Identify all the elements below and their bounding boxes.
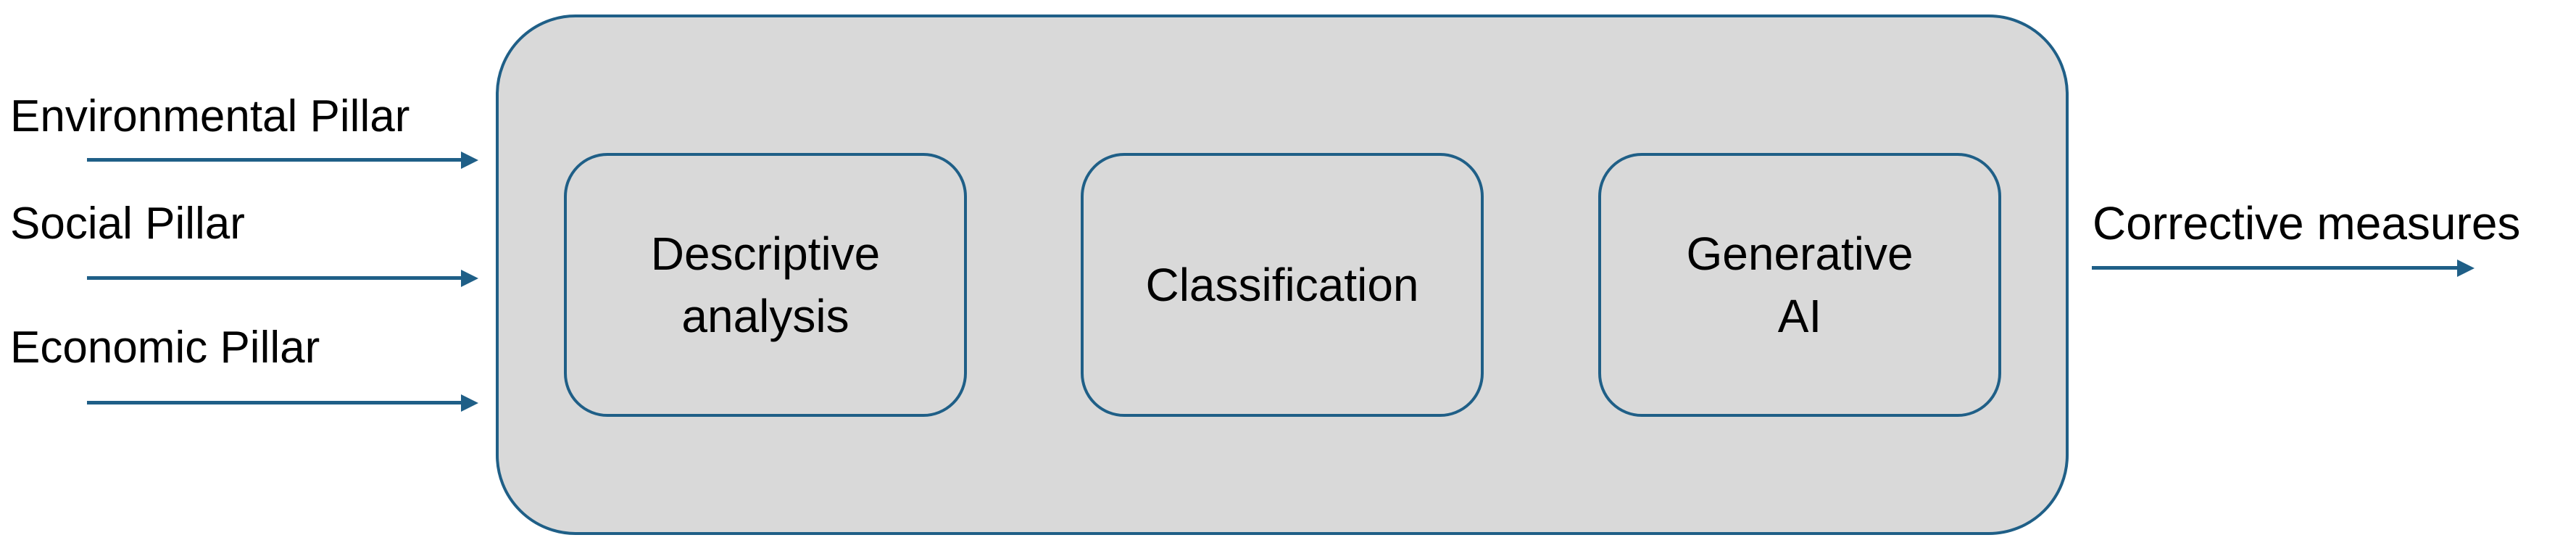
stage-descriptive-analysis: Descriptive analysis [564,153,967,417]
stage-label-classification: Classification [1145,259,1419,311]
output-label-corrective-measures: Corrective measures [2093,197,2521,249]
stage-label-generative-ai: Generative AI [1686,228,1914,342]
input-label-social: Social Pillar [10,199,245,249]
input-label-economic: Economic Pillar [10,323,320,373]
input-label-environmental: Environmental Pillar [10,91,410,141]
output-arrow [2092,260,2475,277]
input-arrow-environmental [87,152,478,169]
stage-classification: Classification [1081,153,1484,417]
input-arrow-economic [87,394,478,412]
stage-label-descriptive-analysis: Descriptive analysis [650,228,881,342]
input-arrow-social [87,270,478,287]
stage-generative-ai: Generative AI [1598,153,2001,417]
processing-container: Descriptive analysis Classification Gene… [496,14,2069,535]
